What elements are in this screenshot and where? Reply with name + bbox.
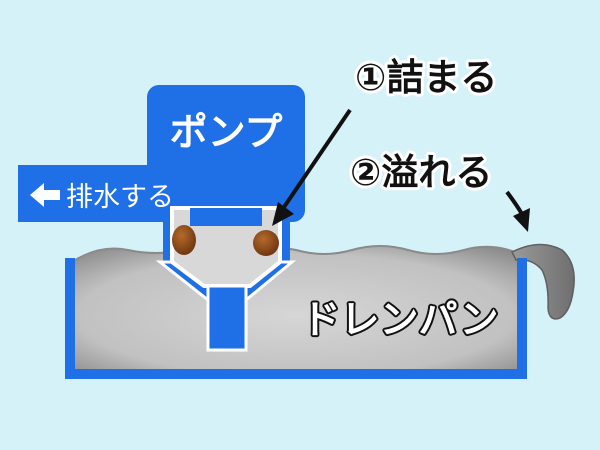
sludge-right: [253, 230, 279, 256]
sludge-left: [172, 225, 196, 255]
drain-label: 排水する: [66, 182, 174, 213]
left-arrow-icon: [30, 183, 60, 207]
water-surface: [71, 245, 521, 263]
overflow-water: [510, 243, 575, 320]
drain-pan: [65, 258, 527, 379]
pump-label: ポンプ: [170, 110, 283, 154]
pump-body: [147, 85, 305, 222]
pointer-arrow-icon: [272, 108, 352, 226]
pump-cavity-cover: [190, 208, 262, 226]
pump-pipe: [206, 284, 248, 352]
clog-label: ①詰まる: [355, 56, 497, 99]
pointer-arrow-icon: [505, 190, 530, 232]
drain-pan-label: ドレンパン: [302, 298, 499, 343]
overflow-label: ②溢れる: [350, 151, 492, 194]
